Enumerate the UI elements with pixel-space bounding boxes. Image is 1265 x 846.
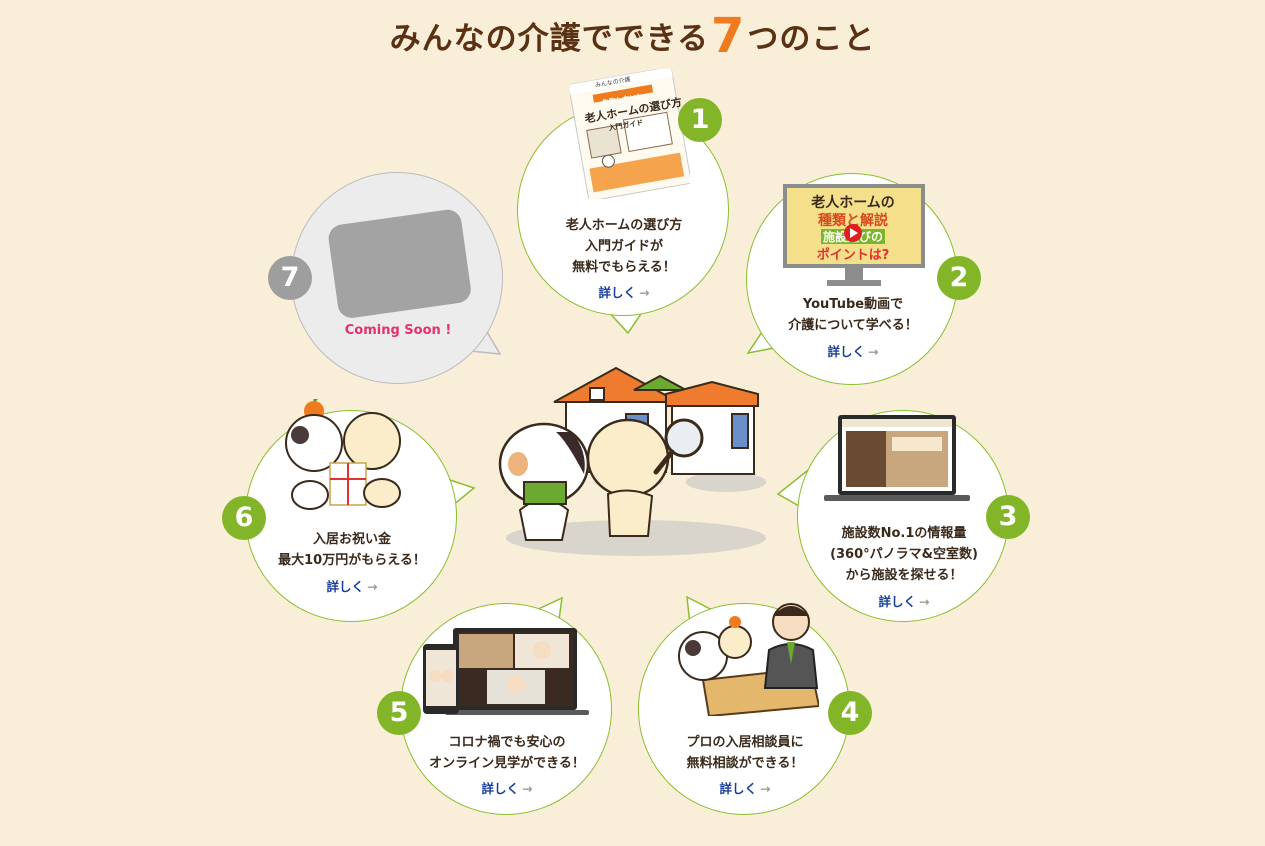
- svg-text:ポイントは?: ポイントは?: [817, 247, 890, 263]
- celebration-cats-icon: [285, 399, 401, 510]
- consultant-icon: [678, 603, 819, 716]
- laptop-facility-icon: [824, 415, 970, 501]
- feature-bubble-guide[interactable]: みんなの介護 失敗しない！ 老人ホームの選び方 入門ガイド 老人ホームの選び方 …: [517, 69, 729, 316]
- svg-text:種類と解説: 種類と解説: [818, 212, 888, 229]
- title-prefix: みんなの介護でできる: [389, 21, 709, 57]
- details-link[interactable]: 詳しく→: [878, 594, 930, 609]
- arrow-right-icon: →: [919, 594, 930, 609]
- svg-text:老人ホームの: 老人ホームの: [811, 194, 895, 211]
- details-link[interactable]: 詳しく→: [827, 344, 879, 359]
- feature-caption: 老人ホームの選び方 入門ガイドが 無料でもらえる！: [565, 218, 683, 275]
- feature-bubble-youtube[interactable]: 老人ホームの 種類と解説 施設選びの ポイントは? YouTube動画で 介護に…: [746, 173, 958, 385]
- feature-caption: YouTube動画で 介護について学べる！: [788, 297, 918, 333]
- feature-caption: プロの入居相談員に 無料相談ができる！: [686, 735, 804, 771]
- feature-caption: 入居お祝い金 最大10万円がもらえる！: [278, 532, 426, 568]
- arrow-right-icon: →: [639, 285, 650, 300]
- details-link[interactable]: 詳しく→: [598, 285, 650, 300]
- online-tour-icon: [423, 628, 589, 715]
- title-suffix: つのこと: [747, 21, 876, 57]
- page-title: みんなの介護でできる7つのこと: [0, 8, 1265, 64]
- feature-bubble-celebration[interactable]: 入居お祝い金 最大10万円がもらえる！ 詳しく→: [245, 399, 457, 622]
- number-badge: 5: [377, 691, 421, 735]
- title-number: 7: [710, 8, 746, 64]
- placeholder-card-icon: [328, 209, 471, 318]
- number-badge: 1: [678, 98, 722, 142]
- details-link[interactable]: 詳しく→: [719, 781, 771, 796]
- arrow-right-icon: →: [868, 344, 879, 359]
- number-badge: 6: [222, 496, 266, 540]
- details-link[interactable]: 詳しく→: [326, 579, 378, 594]
- coming-soon-label: Coming Soon !: [344, 323, 452, 338]
- arrow-right-icon: →: [760, 781, 771, 796]
- number-badge: 4: [828, 691, 872, 735]
- feature-bubble-coming-soon: Coming Soon !: [291, 172, 503, 384]
- center-cats-houses-illustration: [498, 366, 766, 556]
- number-badge: 7: [268, 256, 312, 300]
- arrow-right-icon: →: [522, 781, 533, 796]
- youtube-monitor-icon: 老人ホームの 種類と解説 施設選びの ポイントは?: [783, 184, 925, 286]
- feature-bubble-online[interactable]: コロナ禍でも安心の オンライン見学ができる！ 詳しく→: [400, 603, 612, 815]
- feature-bubble-consult[interactable]: プロの入居相談員に 無料相談ができる！ 詳しく→: [638, 603, 850, 815]
- feature-caption: コロナ禍でも安心の オンライン見学ができる！: [429, 735, 585, 771]
- feature-caption: 施設数No.1の情報量 (360°パノラマ&空室数) から施設を探せる！: [830, 526, 978, 583]
- guide-book-icon: みんなの介護 失敗しない！ 老人ホームの選び方 入門ガイド: [570, 69, 690, 199]
- feature-bubble-search[interactable]: 施設数No.1の情報量 (360°パノラマ&空室数) から施設を探せる！ 詳しく…: [797, 410, 1009, 622]
- details-link[interactable]: 詳しく→: [481, 781, 533, 796]
- arrow-right-icon: →: [367, 579, 378, 594]
- number-badge: 3: [986, 495, 1030, 539]
- number-badge: 2: [937, 256, 981, 300]
